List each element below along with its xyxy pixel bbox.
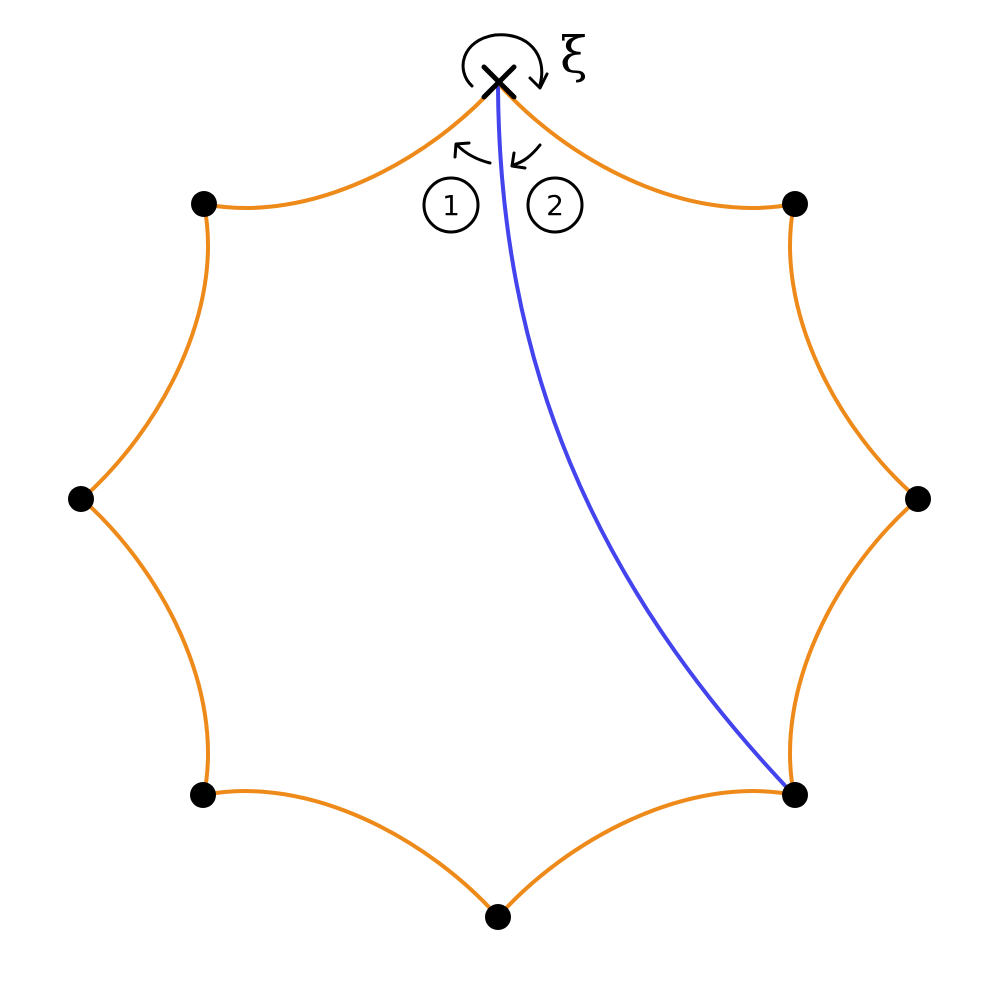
vertex-bottom xyxy=(485,904,511,930)
circle-label-1: 1 xyxy=(422,176,480,234)
edge-bottom-right xyxy=(496,789,796,919)
edge-right-lower xyxy=(788,497,920,797)
xi-label: ξ xyxy=(560,26,588,84)
edge-top-right xyxy=(496,81,796,210)
circle-label-2-text: 2 xyxy=(546,189,564,222)
edge-bottom-left xyxy=(202,789,500,919)
arrow-2-icon xyxy=(510,143,542,170)
edge-right-upper xyxy=(788,202,920,501)
vertex-left xyxy=(68,486,94,512)
arrow-1-icon xyxy=(453,141,492,165)
vertex-right xyxy=(905,486,931,512)
vertex-bottom-left xyxy=(190,782,216,808)
vertices xyxy=(68,191,931,930)
circle-label-2: 2 xyxy=(526,176,584,234)
vertex-top-left xyxy=(191,191,217,217)
edge-left-upper xyxy=(80,202,210,501)
vertex-bottom-right xyxy=(782,782,808,808)
puncture-cross-icon xyxy=(481,64,517,100)
octagon-edges xyxy=(80,81,920,919)
edge-top-left xyxy=(202,81,500,210)
edge-left-lower xyxy=(80,497,210,797)
geodesic-arc xyxy=(496,86,794,795)
vertex-top-right xyxy=(782,191,808,217)
circle-label-1-text: 1 xyxy=(442,189,460,222)
rotation-arrow-icon xyxy=(461,33,549,90)
